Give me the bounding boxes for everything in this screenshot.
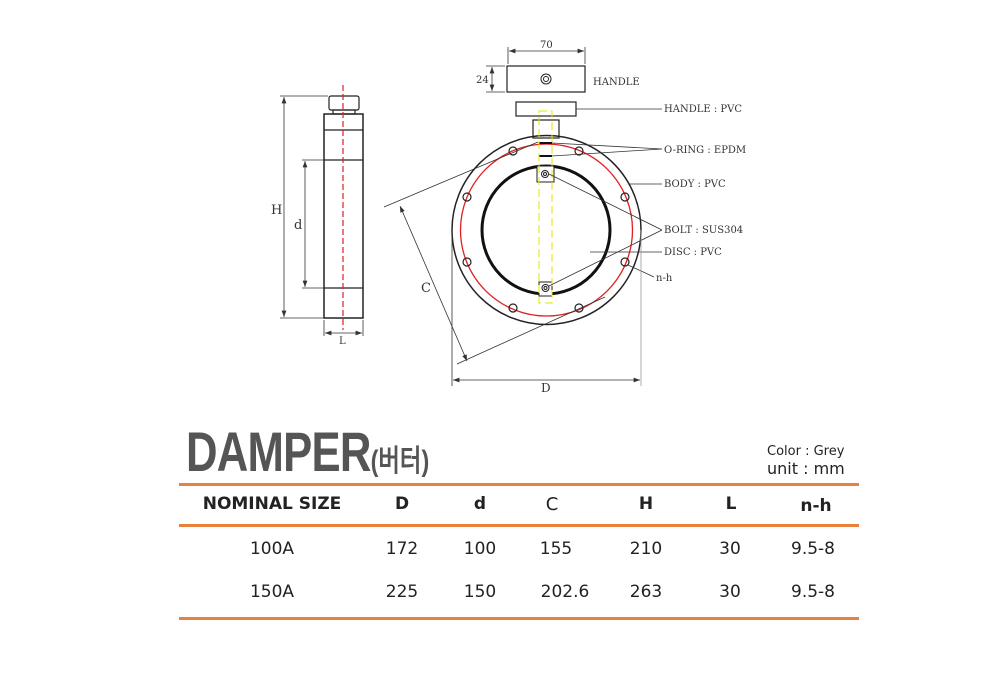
table-header-rule: [179, 524, 859, 527]
cell-size: 100A: [249, 539, 295, 559]
handle-detail: [486, 47, 586, 93]
callout-oring: O-RING : EPDM: [664, 145, 746, 156]
table-top-rule: [179, 483, 859, 486]
product-meta: Color : Grey unit : mm: [767, 444, 845, 478]
header-D: D: [394, 494, 410, 514]
callout-n-h: n-h: [656, 273, 673, 284]
cell-L: 30: [719, 539, 741, 559]
product-title-en: DAMPER: [186, 420, 371, 483]
dim-H-label: H: [271, 203, 282, 218]
cell-size: 150A: [249, 582, 295, 602]
bolt-holes: [462, 146, 630, 313]
side-view: [280, 85, 364, 336]
header-L: L: [725, 494, 737, 514]
header-nominal-size: NOMINAL SIZE: [202, 494, 342, 514]
table-bottom-rule: [179, 617, 859, 620]
header-H: H: [638, 494, 654, 514]
dim-D-label: D: [541, 381, 551, 395]
dim-L-label: L: [339, 336, 346, 347]
cell-H: 210: [629, 539, 663, 559]
cell-D: 172: [385, 539, 419, 559]
front-view: [383, 101, 663, 386]
handle-label: HANDLE: [593, 77, 640, 88]
dim-C-label: C: [421, 281, 431, 296]
cell-d: 150: [463, 582, 497, 602]
cell-L: 30: [719, 582, 741, 602]
callout-handle: HANDLE : PVC: [664, 104, 742, 115]
cell-n-h: 9.5-8: [791, 539, 835, 559]
dim-d-label: d: [294, 218, 302, 233]
product-title: DAMPER(버터): [186, 424, 429, 490]
cell-d: 100: [463, 539, 497, 559]
callout-body: BODY : PVC: [664, 179, 726, 190]
color-note: Color : Grey: [767, 444, 845, 459]
disc: [480, 164, 612, 296]
callout-bolt: BOLT : SUS304: [664, 225, 743, 236]
disc-stem: [538, 110, 553, 304]
cell-D: 225: [385, 582, 419, 602]
unit-note: unit : mm: [767, 459, 845, 478]
header-n-h: n-h: [800, 496, 832, 516]
handle-height-label: 24: [476, 75, 489, 86]
handle-width-label: 70: [540, 40, 553, 51]
cell-n-h: 9.5-8: [791, 582, 835, 602]
cell-C: 155: [539, 539, 573, 559]
technical-drawing: H d L 70 24 HANDLE: [271, 40, 746, 395]
product-title-ko: (버터): [370, 445, 430, 478]
cell-H: 263: [629, 582, 663, 602]
header-C: C: [545, 494, 559, 515]
header-d: d: [473, 494, 487, 514]
cell-C: 202.6: [540, 582, 590, 602]
callout-disc: DISC : PVC: [664, 247, 722, 258]
